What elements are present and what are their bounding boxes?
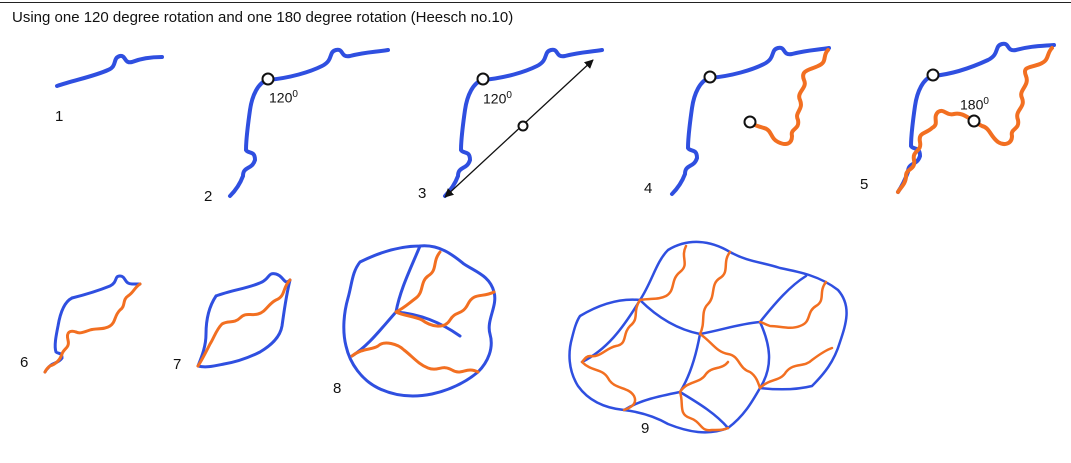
step-label-5: 5 <box>860 176 869 193</box>
orange-edge <box>43 329 78 374</box>
blue-edge-rotated <box>228 78 270 198</box>
rotation-center-120 <box>926 68 940 82</box>
angle-label-120-step2: 1200 <box>269 89 298 106</box>
blue-outline <box>196 272 292 369</box>
step-label-3: 3 <box>418 185 427 202</box>
blue-outline <box>568 240 848 434</box>
blue-edge-rotated <box>670 76 712 196</box>
blue-edge <box>481 47 604 82</box>
step-label-7: 7 <box>173 356 182 373</box>
step-7-tile <box>196 272 292 369</box>
blue-edge <box>55 53 164 88</box>
rotation-center-120 <box>261 72 275 86</box>
step-6-tile <box>43 274 142 374</box>
orange-edge-rotated <box>896 108 976 194</box>
page-title: Using one 120 degree rotation and one 18… <box>12 9 514 26</box>
step-label-2: 2 <box>204 188 213 205</box>
step-label-8: 8 <box>333 380 342 397</box>
step-5-figure <box>896 41 1056 194</box>
orange-edge <box>196 278 292 368</box>
step-3-figure <box>443 47 604 198</box>
step-4-figure <box>670 45 831 196</box>
step-8-rosette <box>342 244 497 398</box>
step-label-9: 9 <box>641 420 650 437</box>
step-2-figure <box>228 47 390 198</box>
blue-edge <box>70 274 142 300</box>
orange-edge <box>74 282 142 335</box>
midpoint-marker <box>517 120 529 132</box>
blue-edge-rotated <box>896 74 935 194</box>
step-9-patch <box>568 240 848 434</box>
rotation-center-120 <box>476 72 490 86</box>
blue-inner <box>350 244 462 358</box>
blue-edge <box>708 45 831 80</box>
orange-edge <box>972 46 1054 146</box>
step-label-1: 1 <box>55 108 64 125</box>
rotation-center-180 <box>967 114 981 128</box>
step-label-4: 4 <box>644 180 653 197</box>
angle-label-180-step5: 1800 <box>960 96 989 113</box>
blue-edge <box>931 41 1056 78</box>
orange-inner <box>580 244 834 432</box>
top-rule <box>0 2 1071 3</box>
rotation-center-120 <box>703 70 717 84</box>
blue-outline <box>342 244 497 398</box>
orange-edge <box>746 48 830 146</box>
step-label-6: 6 <box>20 354 29 371</box>
blue-edge <box>266 47 390 82</box>
rotation-center-180 <box>743 115 757 129</box>
blue-inner <box>580 274 808 430</box>
orange-inner <box>350 250 496 374</box>
step-1-figure <box>55 53 164 88</box>
